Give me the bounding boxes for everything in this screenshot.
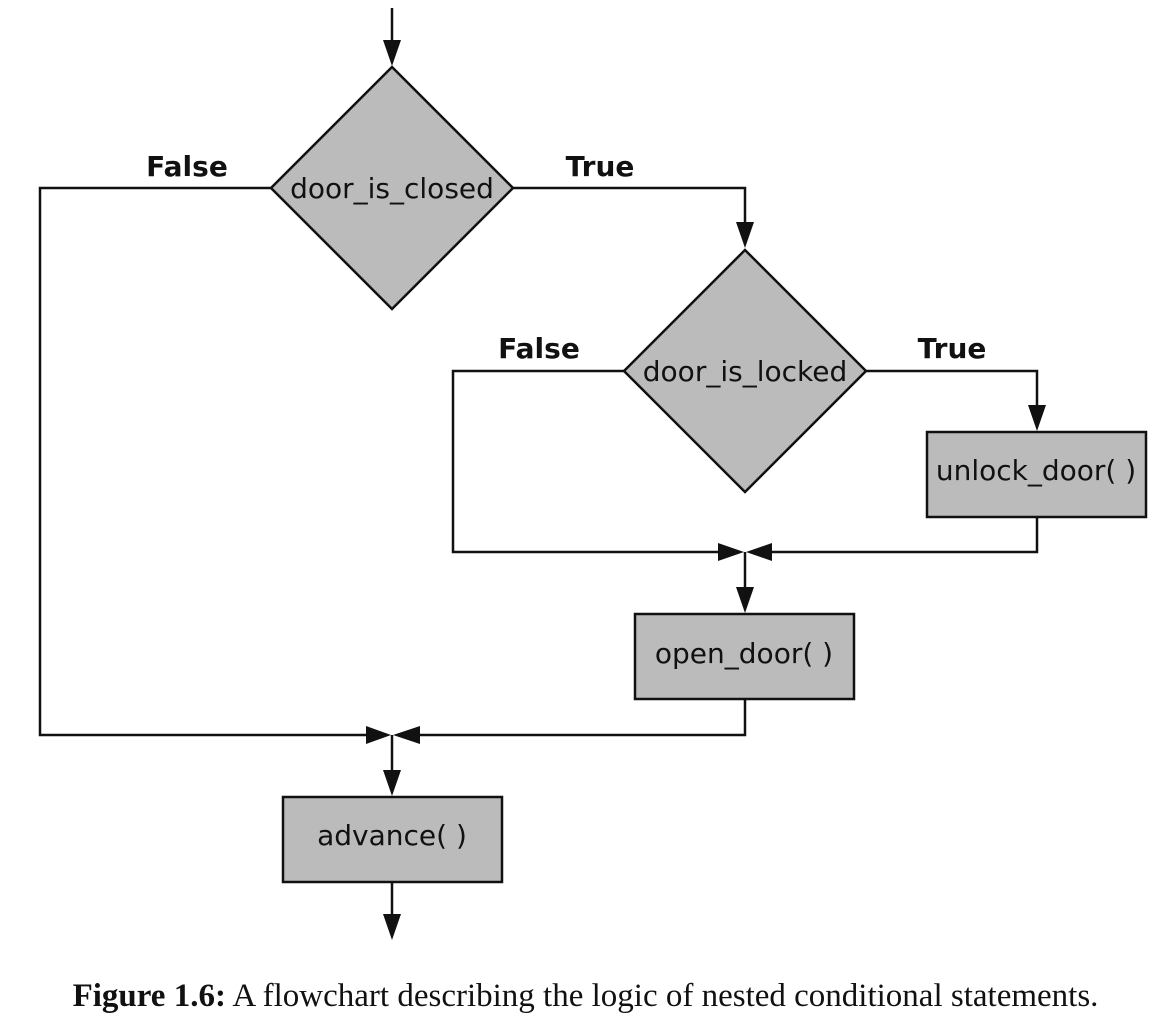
decision-door-is-closed: door_is_closed xyxy=(269,65,515,311)
arrowhead-merge1-right xyxy=(746,543,772,561)
edge-label-locked-false: False xyxy=(498,332,580,365)
locked-false-line xyxy=(451,369,718,554)
arrowhead-to-open xyxy=(736,587,754,613)
flowchart-diagram: door_is_closed door_is_locked unlock_doo… xyxy=(38,8,1148,940)
connectors xyxy=(38,8,1039,922)
action-unlock-door-box xyxy=(925,430,1148,519)
figure-caption-label: Figure 1.6: xyxy=(72,978,226,1014)
decision-door-is-locked-label: door_is_locked xyxy=(643,355,847,388)
arrowhead-merge2-left xyxy=(366,726,391,744)
edge-label-closed-false: False xyxy=(146,150,228,183)
arrowhead-to-unlock xyxy=(1028,405,1046,431)
arrowhead-to-locked xyxy=(736,222,754,248)
decision-door-is-closed-diamond xyxy=(269,65,515,311)
action-open-door: open_door( ) xyxy=(633,612,856,701)
arrowhead-entry xyxy=(383,40,401,66)
arrowhead-exit xyxy=(383,914,401,940)
edge-label-locked-true: True xyxy=(918,332,987,365)
decision-door-is-locked: door_is_locked xyxy=(622,248,868,494)
arrowheads xyxy=(366,40,1046,940)
action-unlock-door-label: unlock_door( ) xyxy=(936,454,1136,487)
closed-true-line xyxy=(513,186,747,230)
figure-caption: Figure 1.6: A flowchart describing the l… xyxy=(0,978,1171,1015)
action-open-door-label: open_door( ) xyxy=(655,637,833,670)
arrowhead-merge2-right xyxy=(393,726,420,744)
decision-door-is-closed-label: door_is_closed xyxy=(290,172,494,205)
open-out-line xyxy=(420,699,747,737)
action-advance-label: advance( ) xyxy=(317,819,467,852)
action-unlock-door: unlock_door( ) xyxy=(925,430,1148,519)
action-open-door-box xyxy=(633,612,856,701)
action-advance: advance( ) xyxy=(281,795,504,884)
action-advance-box xyxy=(281,795,504,884)
unlock-out-line xyxy=(772,517,1039,554)
decision-door-is-locked-diamond xyxy=(622,248,868,494)
arrowhead-merge1-left xyxy=(718,543,744,561)
arrowhead-to-advance xyxy=(383,770,401,796)
edge-label-closed-true: True xyxy=(566,150,635,183)
locked-true-line xyxy=(866,369,1039,412)
figure-caption-text: A flowchart describing the logic of nest… xyxy=(232,978,1099,1014)
closed-false-line xyxy=(38,186,366,737)
